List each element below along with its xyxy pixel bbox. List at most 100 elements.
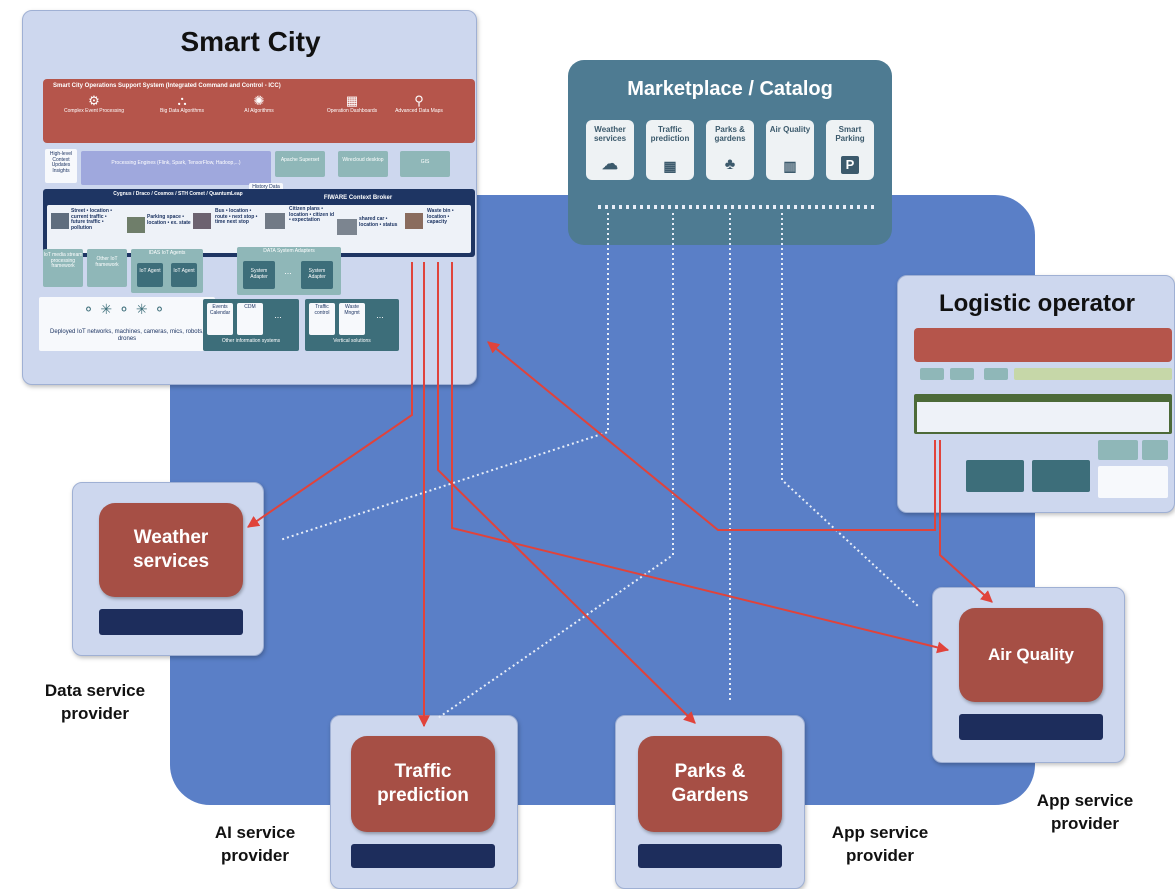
shared-car-photo [337,219,357,235]
icc-item-cep: ⚙ Complex Event Processing [63,93,125,139]
tile-weather[interactable]: Weather services ☁ [586,120,634,180]
tree-bench-icon: ♣ [724,155,736,173]
data-adapters-title: DATA System Adapters [263,248,315,254]
info-ellipsis: ... [274,310,282,320]
entity-street: Street • location • current traffic • fu… [71,208,113,231]
apache-superset-box: Apache Superset [275,151,325,177]
entity-parking: Parking space • location • ex. state [147,214,191,226]
app-provider-caption-2: App service provider [1036,791,1134,833]
weather-provider-panel: Weather services [72,482,264,656]
vertical-label: Vertical solutions [333,338,371,344]
tile-label: Traffic prediction [650,125,690,144]
entity-citizen: Citizen plans • location • citizen id • … [289,206,335,223]
events-calendar-box: Events Calendar [207,303,233,335]
high-level-context-box: High-level Context Updates Insights [45,149,77,183]
logistic-box [920,368,944,380]
traffic-prediction-box[interactable]: Traffic prediction [351,736,495,832]
data-provider-caption: Data service provider [44,681,146,723]
weather-bar [99,609,243,635]
logistic-box [1142,440,1168,460]
dotted-traffic [437,213,674,719]
idas-agents-box: IDAS IoT Agents IoT Agent IoT Agent [131,249,203,293]
arrow-logistic-to-air [939,440,993,603]
icc-item-bigdata: ⛬ Big Data Algorithms [151,93,213,139]
logistic-context-band [914,394,1172,434]
waste-mngmt-box: Waste Mngmt [339,303,365,335]
traffic-provider-panel: Traffic prediction [330,715,518,889]
logistic-box [950,368,974,380]
parking-photo [127,217,145,233]
traffic-grid-icon: ▦ [663,157,677,174]
cloud-rain-icon: ☁ [602,155,618,173]
system-adapter-box: System Adapter [243,261,275,289]
logistic-entity-area [917,402,1169,432]
other-info-label: Other information systems [221,338,281,344]
entity-shared-car: shared car • location • status [359,216,398,228]
smart-city-title: Smart City [180,26,321,57]
icc-item-label: Big Data Algorithms [160,108,204,114]
gears-icon: ⚙ [88,93,100,108]
tile-parking[interactable]: Smart Parking P [826,120,874,180]
parks-gardens-box[interactable]: Parks & Gardens [638,736,782,832]
entity-waste: Waste bin • location • capacity [427,208,454,225]
tile-label: Weather services [593,125,627,144]
cygnus-label: Cygnus / Draco / Cosmos / STH Comet / Qu… [113,191,243,197]
tile-air[interactable]: Air Quality ▥ [766,120,814,180]
iot-network-icon: ⚬✳⚬✳⚬ [82,301,172,317]
air-quality-box[interactable]: Air Quality [959,608,1103,702]
weather-services-box[interactable]: Weather services [99,503,243,597]
icc-item-maps: ⚲ Advanced Data Maps [388,93,450,139]
logistic-box [1098,466,1168,498]
logistic-thumbnail [914,328,1172,503]
context-broker-label: FIWARE Context Broker [323,195,393,201]
city-air-icon: ▥ [783,157,797,174]
other-info-systems-box: Events Calendar CDM ... Other informatio… [203,299,299,351]
tile-label: Parks & gardens [714,125,746,144]
ai-provider-caption: AI service provider [214,823,296,865]
marketplace-panel: Marketplace / Catalog Weather services ☁… [568,60,892,245]
tile-label: Air Quality [769,125,811,134]
icc-item-label: AI Algorithms [244,108,274,114]
arrow-to-weather [247,262,413,528]
icc-item-label: Operation Dashboards [326,108,378,114]
logistic-green-band [1014,368,1172,380]
cdm-box: CDM [237,303,263,335]
tile-parks[interactable]: Parks & gardens ♣ [706,120,754,180]
vertical-solutions-box: Traffic control Waste Mngmt ... Vertical… [305,299,399,351]
processing-engines-box: Processing Engines (Flink, Spark, Tensor… [81,151,271,185]
citizen-photo [265,213,285,229]
logistic-box [984,368,1008,380]
other-iot-framework-box: Other IoT framework [87,249,127,287]
arrow-to-smart-city [487,341,936,531]
idas-title: IDAS IoT Agents [148,250,186,256]
smart-city-panel: Smart City Smart City Operations Support… [22,10,477,385]
icc-header: Smart City Operations Support System (In… [43,79,475,143]
logistic-panel: Logistic operator [897,275,1175,513]
deployed-label: Deployed IoT networks, machines, cameras… [50,329,204,342]
icc-item-label: Complex Event Processing [63,108,125,114]
brain-icon: ✺ [253,93,265,108]
dashboard-icon: ▦ [345,93,359,108]
tile-traffic[interactable]: Traffic prediction ▦ [646,120,694,180]
red-connectors [247,262,993,728]
traffic-bar [351,844,495,868]
wirecloud-box: Wirecloud desktop [338,151,388,177]
icc-item-label: Advanced Data Maps [395,108,443,114]
stream-processing-box: IoT media stream processing framework [43,249,83,287]
vertical-ellipsis: ... [376,310,384,320]
parks-bar [638,844,782,868]
dotted-air [781,213,919,607]
dotted-weather [279,213,609,541]
bus-photo [193,213,211,229]
dotted-connectors [279,205,919,719]
entity-area: Street • location • current traffic • fu… [47,205,471,253]
parks-provider-panel: Parks & Gardens [615,715,805,889]
iot-agent-box: IoT Agent [137,263,163,287]
marketplace-title: Marketplace / Catalog [627,78,833,100]
street-photo [51,213,69,229]
icc-item-ai: ✺ AI Algorithms [228,93,290,139]
logistic-box [1032,460,1090,492]
adapter-ellipsis: ... [284,266,292,276]
logistic-header [914,328,1172,362]
